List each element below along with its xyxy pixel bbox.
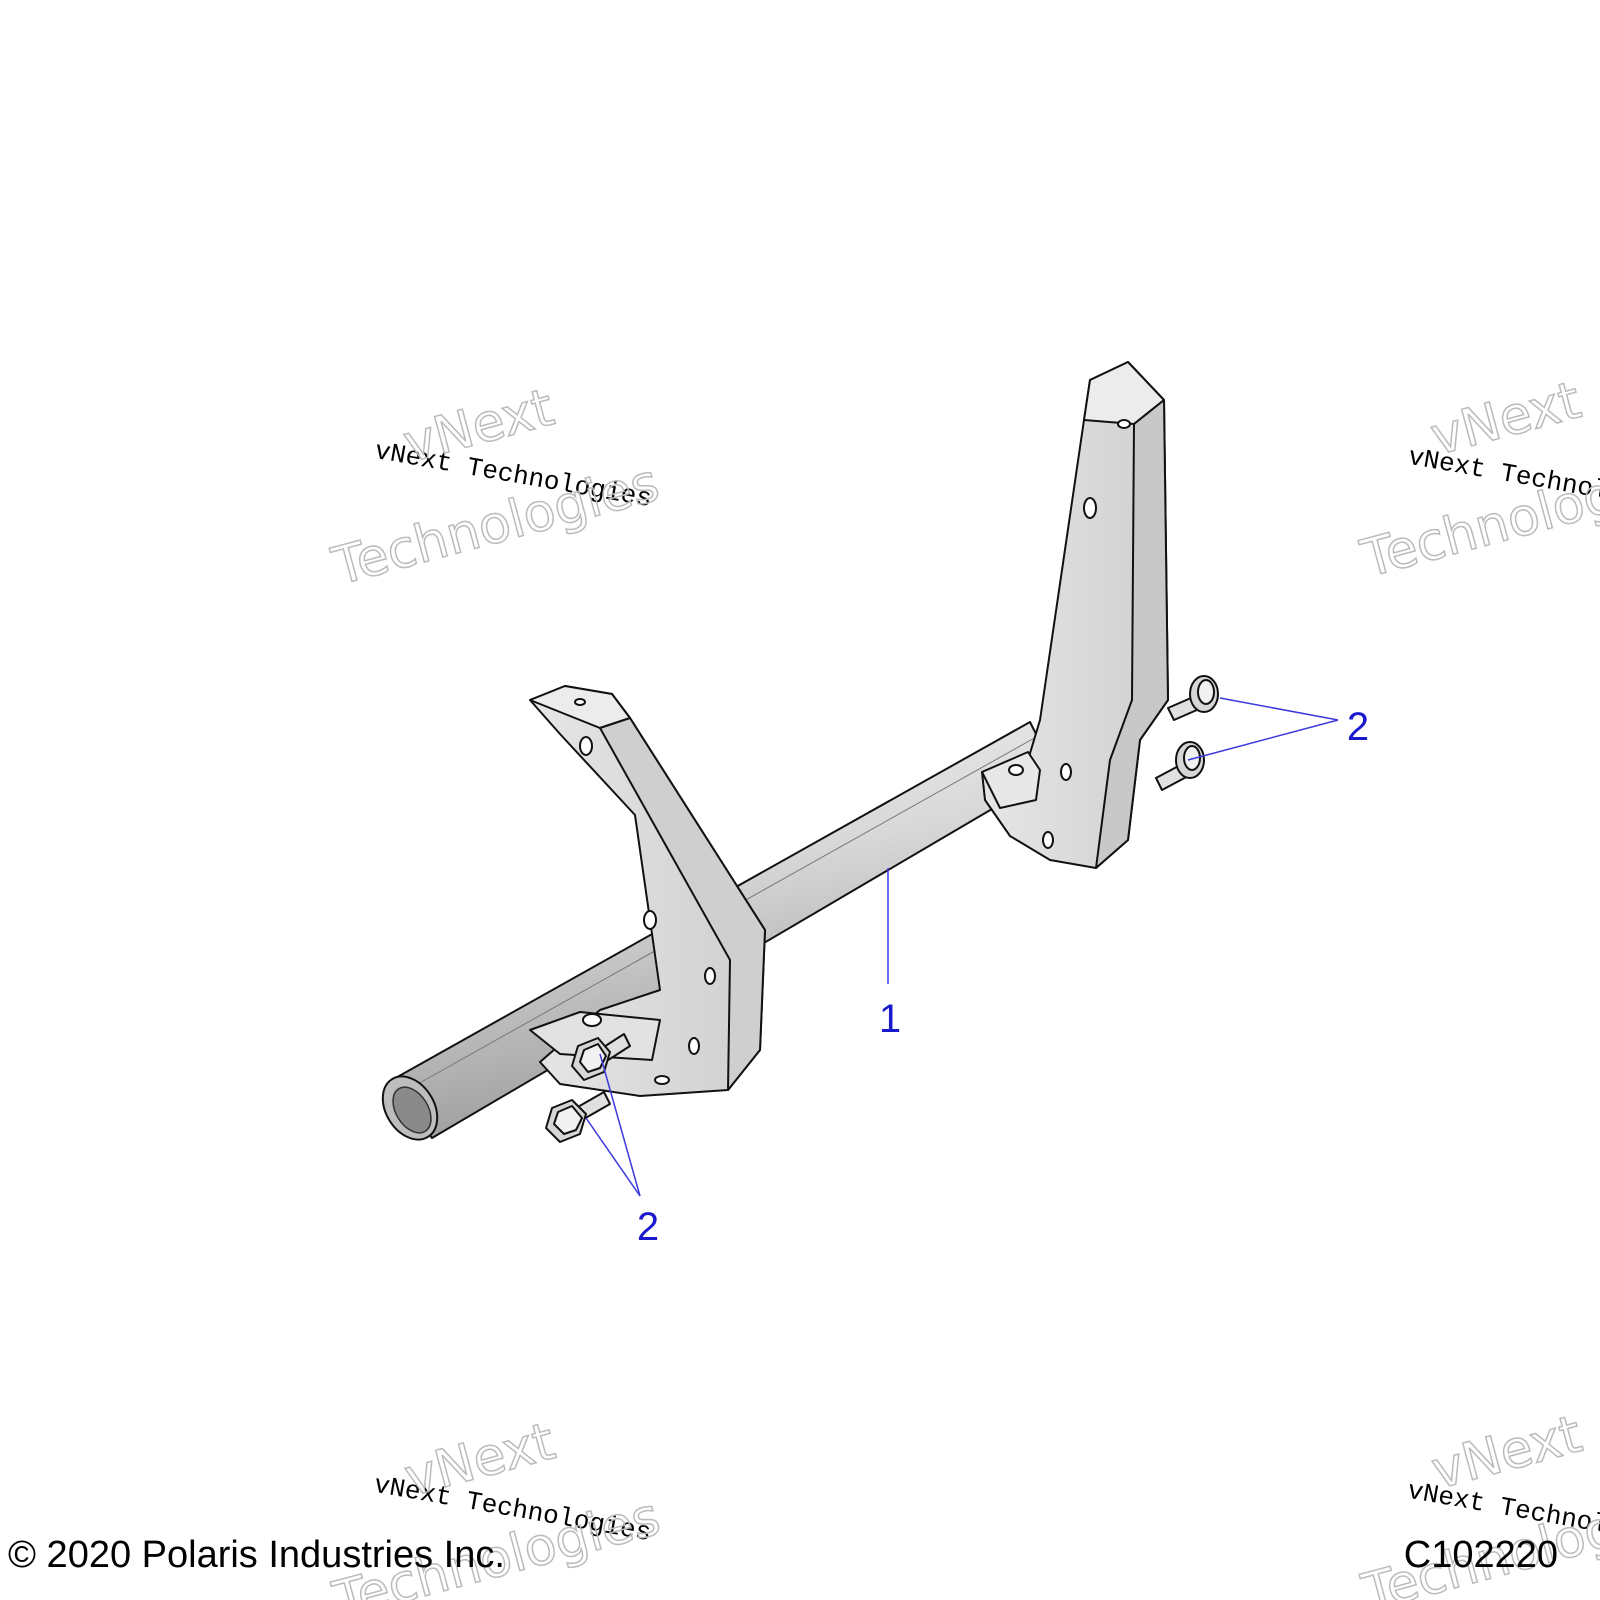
- callout-2-left: 2: [637, 1205, 659, 1249]
- copyright-text: © 2020 Polaris Industries Inc.: [8, 1534, 505, 1576]
- callout-2-right: 2: [1347, 705, 1369, 749]
- svg-text:vNext: vNext: [1426, 1404, 1588, 1501]
- bolt: [1167, 675, 1219, 721]
- bolt: [1155, 741, 1205, 791]
- bolt: [571, 1033, 631, 1081]
- figure-id: C102220: [1403, 1534, 1558, 1576]
- left-bracket: [529, 685, 766, 1097]
- bolt: [545, 1091, 611, 1143]
- svg-text:vNext: vNext: [1425, 370, 1587, 467]
- leader-lines: [585, 697, 1339, 1197]
- right-bracket: [981, 361, 1169, 869]
- callout-1: 1: [879, 997, 901, 1041]
